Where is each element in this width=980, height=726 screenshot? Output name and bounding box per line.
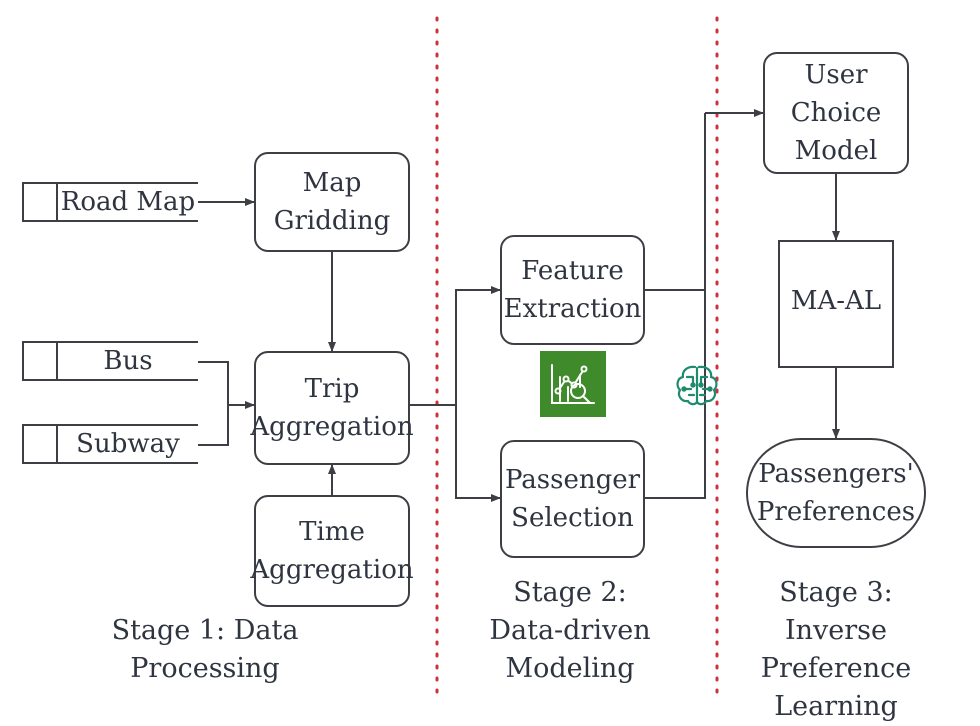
datastore-tab bbox=[22, 184, 58, 220]
datastore-bus: Bus bbox=[22, 341, 198, 381]
node-label-line: Preferences bbox=[756, 497, 916, 527]
node-passengers-preferences: Passengers' Preferences bbox=[746, 438, 926, 548]
node-passenger-selection: Passenger Selection bbox=[500, 440, 645, 558]
stage-caption-line: Data-driven bbox=[489, 615, 651, 646]
node-label-line: Feature bbox=[521, 256, 624, 286]
edge-fork-to-feature bbox=[455, 286, 501, 405]
edge-fork-to-selection bbox=[455, 405, 501, 502]
node-label-line: Model bbox=[794, 136, 878, 166]
stage-2-caption: Stage 2: Data-driven Modeling bbox=[460, 574, 680, 688]
datastore-label: Bus bbox=[103, 346, 153, 376]
datastore-road-map: Road Map bbox=[22, 182, 198, 222]
ai-brain-icon bbox=[673, 362, 721, 408]
node-label-line: User bbox=[804, 60, 868, 90]
node-label-line: Extraction bbox=[503, 294, 642, 324]
node-label-line: Aggregation bbox=[250, 412, 414, 442]
edge-selection-to-join bbox=[645, 113, 706, 499]
node-time-aggregation: Time Aggregation bbox=[250, 495, 414, 607]
node-label-line: Aggregation bbox=[250, 555, 414, 585]
node-feature-extraction: Feature Extraction bbox=[500, 235, 645, 345]
stage-3-caption: Stage 3: Inverse Preference Learning bbox=[725, 574, 947, 726]
node-label-line: Passenger bbox=[504, 465, 641, 495]
edge-bus-to-merge bbox=[198, 361, 229, 405]
datastore-tab bbox=[22, 426, 58, 462]
stage-caption-line: Stage 1: Data bbox=[111, 615, 299, 646]
node-trip-aggregation: Trip Aggregation bbox=[250, 351, 414, 465]
node-label-line: Map bbox=[302, 168, 362, 198]
stage-caption-line: Stage 2: bbox=[513, 577, 627, 608]
stage-caption-line: Learning bbox=[774, 691, 898, 722]
edge-subway-to-merge bbox=[198, 405, 229, 446]
node-label-line: Gridding bbox=[273, 206, 391, 236]
stage-caption-line: Processing bbox=[130, 653, 280, 684]
datastore-subway: Subway bbox=[22, 424, 198, 464]
node-label-line: Passengers' bbox=[758, 459, 914, 489]
node-user-choice-model: User Choice Model bbox=[763, 52, 909, 174]
node-label-line: Trip bbox=[304, 374, 360, 404]
datastore-label: Road Map bbox=[60, 187, 196, 217]
stage-caption-line: Stage 3: Inverse bbox=[779, 577, 893, 646]
node-label-line: Time bbox=[299, 517, 365, 547]
stage-caption-line: Modeling bbox=[505, 653, 635, 684]
node-label-line: MA-AL bbox=[790, 286, 882, 316]
stage-caption-line: Preference bbox=[760, 653, 912, 684]
stage-1-caption: Stage 1: Data Processing bbox=[95, 612, 315, 688]
node-ma-al: MA-AL bbox=[778, 240, 894, 368]
node-label-line: Choice bbox=[790, 98, 882, 128]
node-map-gridding: Map Gridding bbox=[254, 152, 410, 252]
datastore-label: Subway bbox=[76, 429, 180, 459]
node-label-line: Selection bbox=[511, 503, 634, 533]
datastore-tab bbox=[22, 343, 58, 379]
analytics-search-icon bbox=[540, 351, 606, 417]
